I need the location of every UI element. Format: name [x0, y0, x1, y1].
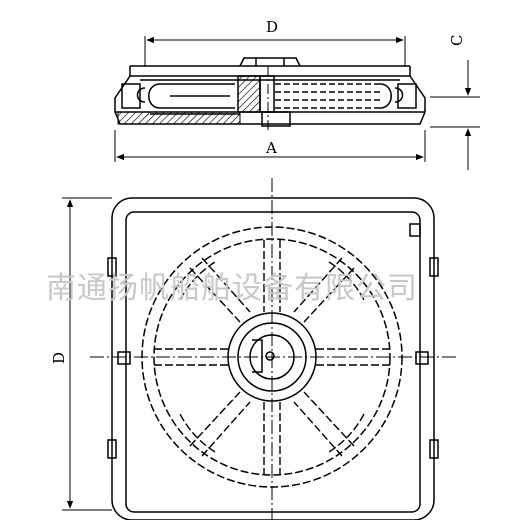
- dim-side: [62, 197, 112, 511]
- dim-overall: [114, 130, 426, 162]
- watermark-text: 南通扬帆船舶设备有限公司: [46, 271, 418, 306]
- section-hatching: [117, 75, 261, 125]
- wheel-spokes: [154, 240, 390, 474]
- dim-height: [430, 60, 480, 170]
- dim-top-width-label: D: [266, 18, 278, 36]
- center-lines: [90, 178, 458, 520]
- dim-top-width: [144, 36, 406, 66]
- plan-view: [107, 197, 439, 520]
- dim-overall-label: A: [265, 139, 277, 157]
- dim-height-label: C: [448, 35, 466, 46]
- dim-side-label: D: [50, 352, 68, 364]
